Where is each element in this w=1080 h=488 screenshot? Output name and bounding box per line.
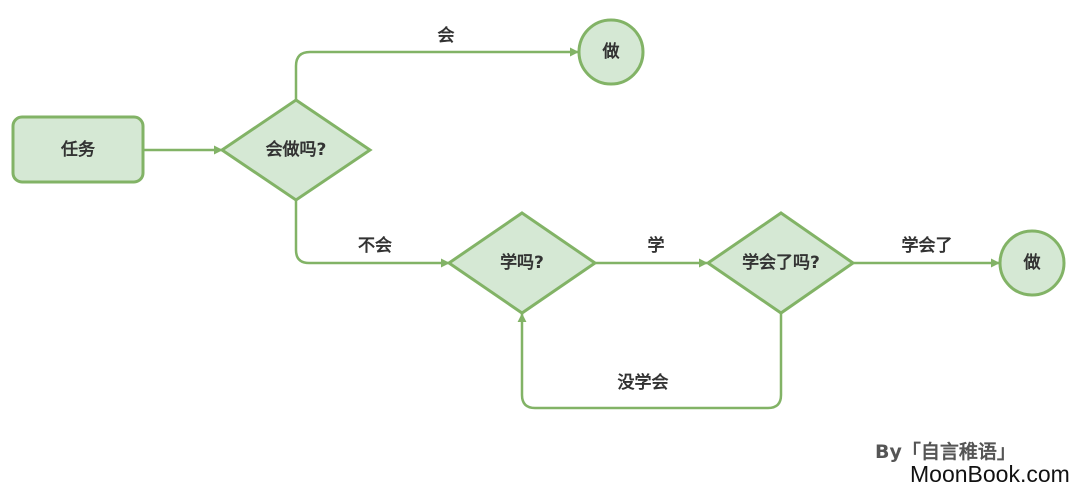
do-top-node [577,18,645,86]
author-credit: By「自言稚语」 [875,440,1016,463]
task-node [11,115,145,184]
site-watermark: MoonBook.com [910,461,1070,487]
do-right-node [998,229,1066,297]
edge-label-learned-yes: 学会了 [902,235,953,256]
do-top-label: 做 [602,41,621,62]
edge-label-learn-yes: 学 [648,235,665,256]
task-label: 任务 [60,139,96,160]
do-right-label: 做 [1023,252,1042,273]
learn-decision [446,211,598,315]
edge-can-do-to-learn [294,200,450,268]
can-do-decision [219,98,373,202]
edge-learned-loop-back [517,313,783,410]
learned-decision [705,211,856,315]
edge-can-do-to-do-top [294,47,579,100]
edge-label-cannot: 不会 [358,235,392,256]
edge-label-not-learned: 没学会 [618,372,669,393]
can-do-label: 会做吗? [266,139,327,160]
edge-label-yes-can: 会 [438,25,455,46]
learn-label: 学吗? [500,252,544,273]
learned-label: 学会了吗? [742,252,820,273]
